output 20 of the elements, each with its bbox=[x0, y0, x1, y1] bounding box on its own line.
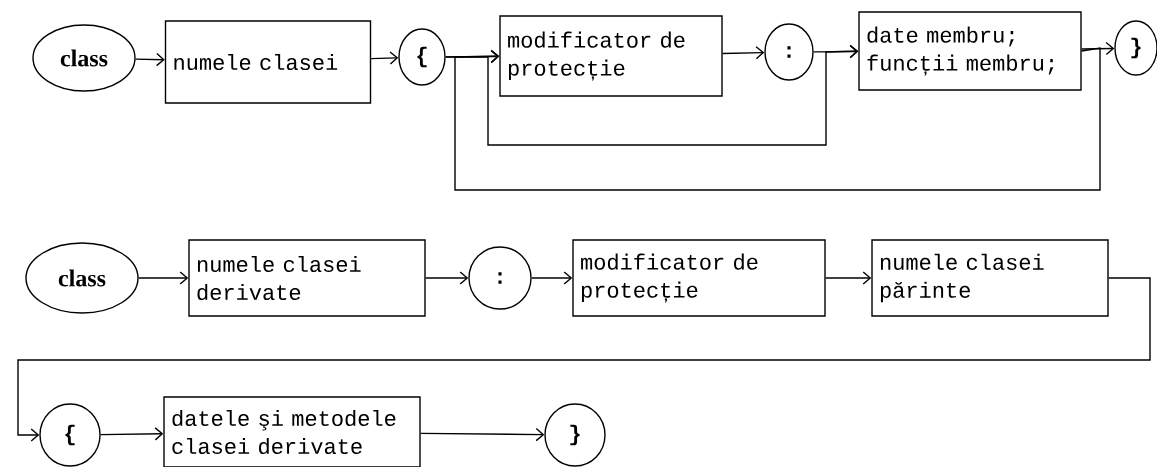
arrow bbox=[722, 46, 765, 60]
arrow bbox=[134, 52, 165, 67]
process-box: modificator de protecție bbox=[572, 239, 826, 317]
process-box: datele şi metodele clasei derivate bbox=[163, 396, 421, 467]
arrow bbox=[531, 271, 573, 285]
arrow bbox=[1081, 41, 1115, 56]
arrow bbox=[420, 427, 545, 442]
process-box: numele clasei bbox=[164, 20, 372, 104]
process-box: date membru; funcții membru; bbox=[858, 11, 1082, 91]
arrow bbox=[825, 271, 872, 285]
process-box: modificator de protecție bbox=[499, 15, 723, 97]
process-box: numele clasei părinte bbox=[871, 239, 1109, 317]
arrow bbox=[445, 44, 859, 146]
process-box: numele clasei derivate bbox=[188, 239, 426, 317]
arrow bbox=[100, 427, 164, 441]
arrow bbox=[454, 47, 1101, 191]
arrow bbox=[425, 271, 469, 285]
arrow bbox=[370, 51, 399, 65]
arrow bbox=[138, 271, 189, 285]
arrow bbox=[17, 277, 1151, 442]
